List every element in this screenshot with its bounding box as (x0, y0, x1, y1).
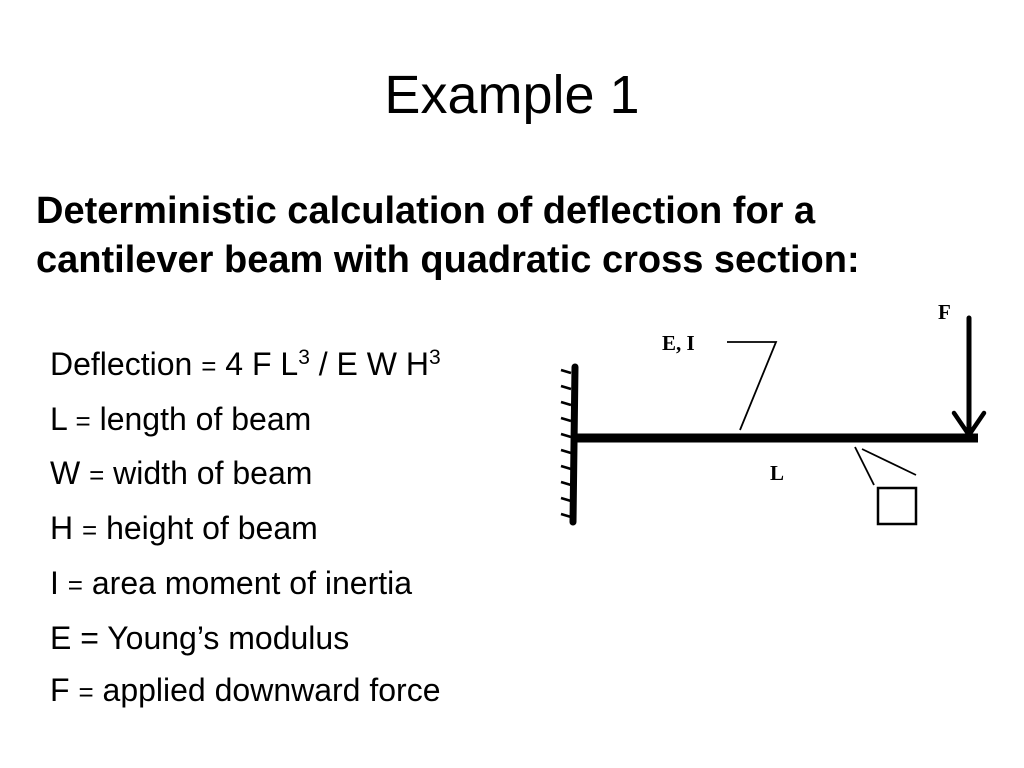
definition-equals: = (78, 677, 94, 708)
definition-equals: = (89, 460, 105, 491)
cross-section-leader-line (854, 446, 875, 486)
material-label: E, I (662, 331, 695, 355)
material-leader-line (727, 341, 778, 431)
cantilever-beam-diagram: F E, I L (560, 300, 987, 526)
definition-text: applied downward force (102, 672, 441, 709)
definition-item: W = width of beam (50, 447, 441, 502)
definition-symbol: F (50, 672, 70, 709)
definition-item: E = Young’s modulus (50, 612, 441, 665)
definition-equals: = (75, 405, 91, 436)
formula-label: Deflection (50, 346, 193, 382)
force-label: F (938, 300, 951, 324)
formula-lhs: 4 F L (225, 346, 299, 382)
deflection-formula: Deflection = 4 F L3 / E W H3 (50, 338, 441, 393)
definition-text: width of beam (113, 455, 313, 492)
length-label: L (770, 461, 784, 485)
cross-section-square (876, 486, 918, 526)
definition-equals: = (80, 619, 99, 656)
force-arrow-head (951, 410, 987, 438)
wall-hatching (560, 368, 572, 519)
definition-text: length of beam (99, 400, 312, 437)
definition-item: I = area moment of inertia (50, 557, 441, 612)
formula-exponent-h: 3 (428, 346, 441, 369)
definition-item: F = applied downward force (50, 664, 441, 719)
definition-symbol: L (50, 400, 67, 437)
cross-section-leader-line (861, 448, 917, 476)
definition-item: H = height of beam (50, 502, 441, 557)
definition-symbol: W (50, 455, 81, 492)
formula-equals: = (201, 351, 217, 381)
fixed-wall (569, 363, 579, 526)
definition-item: L = length of beam (50, 393, 441, 448)
definition-text: area moment of inertia (91, 564, 413, 601)
definition-list: Deflection = 4 F L3 / E W H3 L = length … (50, 338, 441, 719)
definition-symbol: E (50, 619, 72, 656)
slide-title: Example 1 (384, 65, 640, 125)
definition-text: Young’s modulus (107, 619, 350, 656)
definition-equals: = (67, 569, 83, 600)
definition-symbol: I (50, 564, 59, 601)
slide-heading: Deterministic calculation of deflection … (36, 190, 860, 281)
formula-exponent-l: 3 (298, 346, 310, 369)
definition-text: height of beam (106, 510, 318, 547)
definition-equals: = (82, 515, 98, 546)
definition-symbol: H (50, 510, 74, 547)
formula-rhs: / E W H (318, 346, 429, 382)
